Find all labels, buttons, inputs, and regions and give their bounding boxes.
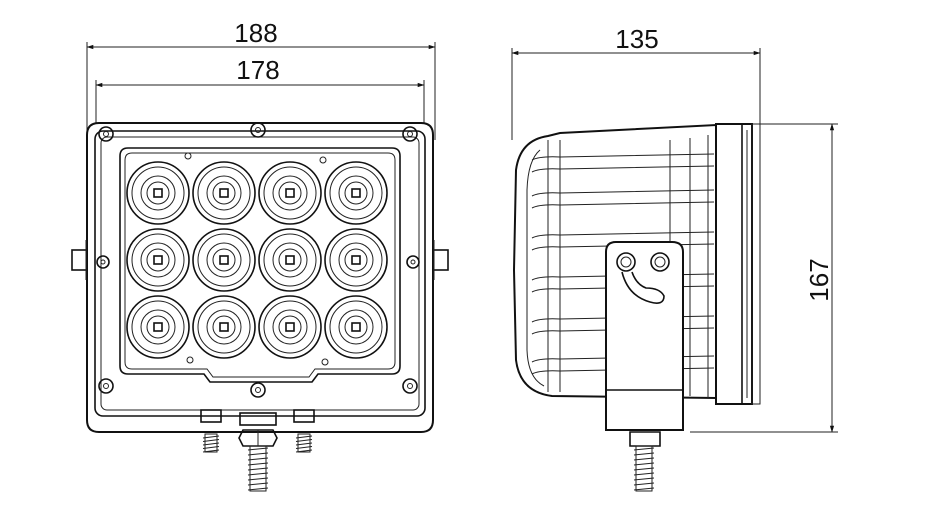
dimension-label-167: 167 xyxy=(804,258,834,301)
dimension-label-188: 188 xyxy=(234,18,277,48)
led-reflector xyxy=(324,295,388,359)
dimension-135: 135 xyxy=(511,24,761,140)
led-reflector xyxy=(192,161,256,225)
dimension-178: 178 xyxy=(95,55,425,130)
left-mount-tab xyxy=(71,249,88,271)
lens-panel xyxy=(119,147,401,383)
led-reflector xyxy=(324,161,388,225)
heatsink-ribs xyxy=(547,135,709,398)
led-reflector xyxy=(324,228,388,292)
front-connectors xyxy=(200,409,315,447)
heatsink-fins xyxy=(531,135,715,398)
led-reflector xyxy=(258,295,322,359)
front-screws xyxy=(96,122,420,398)
led-reflector xyxy=(192,228,256,292)
threaded-bolt xyxy=(295,433,313,453)
right-mount-tab xyxy=(432,249,449,271)
led-reflector xyxy=(258,228,322,292)
side-mount-bracket xyxy=(605,241,684,431)
led-reflector xyxy=(192,295,256,359)
dimension-167: 167 xyxy=(690,123,838,433)
led-reflector xyxy=(126,228,190,292)
threaded-bolt xyxy=(247,445,269,492)
led-reflector xyxy=(258,161,322,225)
threaded-bolt xyxy=(202,433,220,453)
dimension-188: 188 xyxy=(86,18,436,140)
threaded-bolt xyxy=(633,445,655,492)
side-front-bezel xyxy=(715,123,753,405)
dimension-label-135: 135 xyxy=(615,24,658,54)
side-view: 135 167 xyxy=(511,24,838,492)
side-bolt xyxy=(629,431,661,492)
bolt-nut xyxy=(629,431,661,447)
led-reflector xyxy=(126,295,190,359)
led-grid xyxy=(126,161,388,359)
led-reflector xyxy=(126,161,190,225)
dimension-label-178: 178 xyxy=(236,55,279,85)
front-view: 188 178 xyxy=(71,18,449,492)
front-bolts xyxy=(202,433,313,492)
